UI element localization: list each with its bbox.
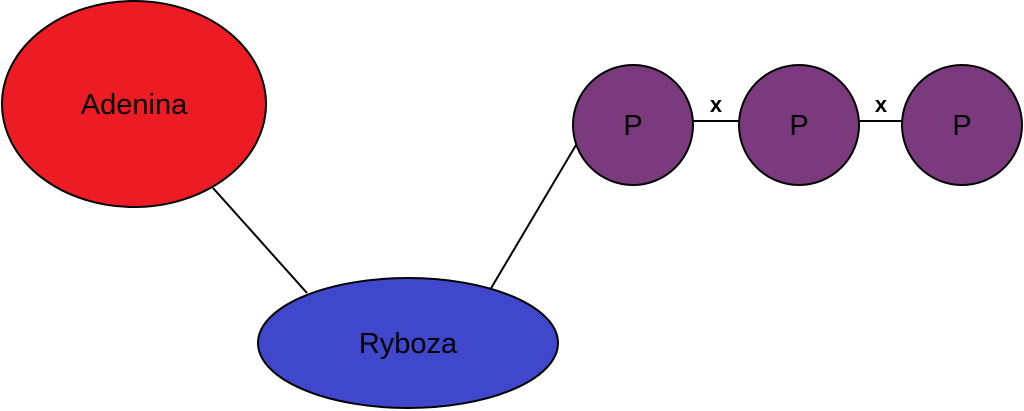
adenine-label: Adenina bbox=[81, 89, 188, 121]
high-energy-bond-mark-1: x bbox=[710, 92, 723, 117]
adenine-ribose-bond bbox=[212, 187, 308, 294]
high-energy-bond-mark-2: x bbox=[875, 92, 888, 117]
ribose-node bbox=[257, 277, 559, 409]
phosphate-label-2: P bbox=[789, 110, 808, 142]
phosphate-node-1 bbox=[572, 64, 694, 186]
phosphate-node-3 bbox=[901, 64, 1023, 186]
phosphate-label-3: P bbox=[952, 110, 971, 142]
phosphate-node-2 bbox=[738, 64, 860, 186]
ribose-phosphate-bond bbox=[489, 144, 577, 291]
ribose-label: Ryboza bbox=[359, 328, 458, 360]
adenine-node bbox=[1, 0, 267, 208]
phosphate-label-1: P bbox=[623, 110, 642, 142]
